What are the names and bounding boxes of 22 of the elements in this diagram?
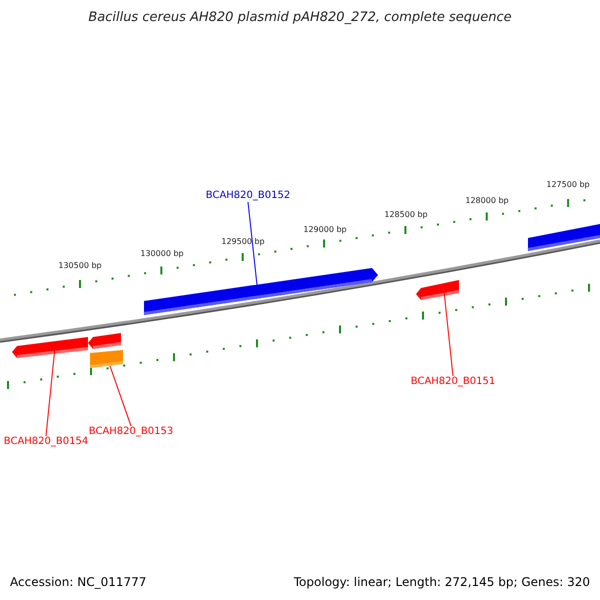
scale-label: 128000 bp xyxy=(465,197,509,205)
scale-label: 128500 bp xyxy=(384,211,428,219)
gene-label: BCAH820_B0154 xyxy=(4,437,88,447)
gene-feature xyxy=(416,280,460,300)
scale-label: 129000 bp xyxy=(303,226,347,234)
leader-line xyxy=(248,202,258,286)
gene-label: BCAH820_B0151 xyxy=(410,377,496,387)
scale-label: 130000 bp xyxy=(140,250,184,258)
gene-feature xyxy=(90,350,124,368)
scale-label: 129500 bp xyxy=(221,238,265,246)
gene-label: BCAH820_B0153 xyxy=(88,427,174,437)
accession-text: Accession: NC_011777 xyxy=(10,576,146,588)
sequence-info: Topology: linear; Length: 272,145 bp; Genes: 320 xyxy=(294,576,590,588)
gene-feature xyxy=(144,268,378,315)
gene-feature xyxy=(528,224,600,251)
gene-label: BCAH820_B0152 xyxy=(206,191,290,201)
scale-label: 127500 bp xyxy=(546,181,590,189)
scale-label: 130500 bp xyxy=(58,262,102,270)
diagram-title: Bacillus cereus AH820 plasmid pAH820_272, complete sequence xyxy=(88,11,512,24)
gene-feature xyxy=(88,333,122,349)
leader-line xyxy=(110,366,132,426)
leader-line xyxy=(444,290,454,376)
